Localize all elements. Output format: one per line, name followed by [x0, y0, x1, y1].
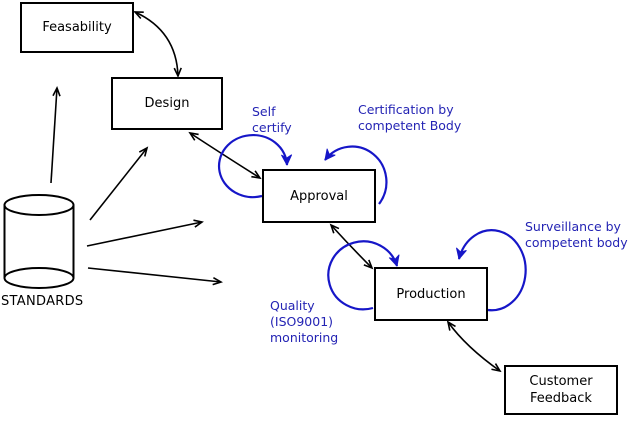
edge-standards-to-production [87, 267, 223, 286]
edge-production-customer-feedback [446, 320, 502, 373]
annotation-quality-monitoring: Quality (ISO9001) monitoring [270, 298, 338, 346]
loop-quality-monitoring [327, 240, 400, 311]
annotation-certification-line2: competent Body [358, 118, 462, 133]
annotation-quality-line3: monitoring [270, 330, 339, 345]
edge-standards-to-approval [86, 219, 204, 247]
node-customer-feedback-line1: Customer [529, 374, 593, 389]
annotation-surveillance: Surveillance by competent body [525, 219, 628, 251]
node-feasability: Feasability [20, 2, 134, 53]
standards-label: STANDARDS [1, 294, 84, 309]
annotation-surveillance-line1: Surveillance by [525, 219, 621, 234]
loop-surveillance [456, 229, 527, 312]
edge-design-approval [188, 131, 262, 180]
annotation-surveillance-line2: competent body [525, 235, 628, 250]
node-customer-feedback-line2: Feedback [530, 391, 592, 406]
annotation-self-certify-line1: Self [252, 104, 276, 119]
annotation-quality-line1: Quality [270, 298, 315, 313]
node-production: Production [374, 267, 488, 321]
standards-cylinder [3, 194, 75, 289]
node-feasability-label: Feasability [42, 20, 112, 35]
edge-approval-production [329, 223, 374, 270]
edge-feasability-design [133, 11, 182, 78]
node-customer-feedback: Customer Feedback [504, 365, 618, 415]
annotation-self-certify: Self certify [252, 104, 292, 136]
annotation-certification-line1: Certification by [358, 102, 454, 117]
annotation-certification: Certification by competent Body [358, 102, 461, 134]
node-production-label: Production [396, 286, 466, 302]
edge-standards-to-design [89, 146, 149, 221]
annotation-self-certify-line2: certify [252, 120, 292, 135]
node-design: Design [111, 77, 223, 130]
node-design-label: Design [144, 96, 190, 111]
loop-self-certify [217, 134, 293, 199]
loop-certification [324, 145, 388, 205]
annotation-quality-line2: (ISO9001) [270, 314, 334, 329]
edge-standards-to-feasability [50, 86, 61, 184]
node-approval: Approval [262, 169, 376, 223]
node-approval-label: Approval [290, 188, 348, 204]
